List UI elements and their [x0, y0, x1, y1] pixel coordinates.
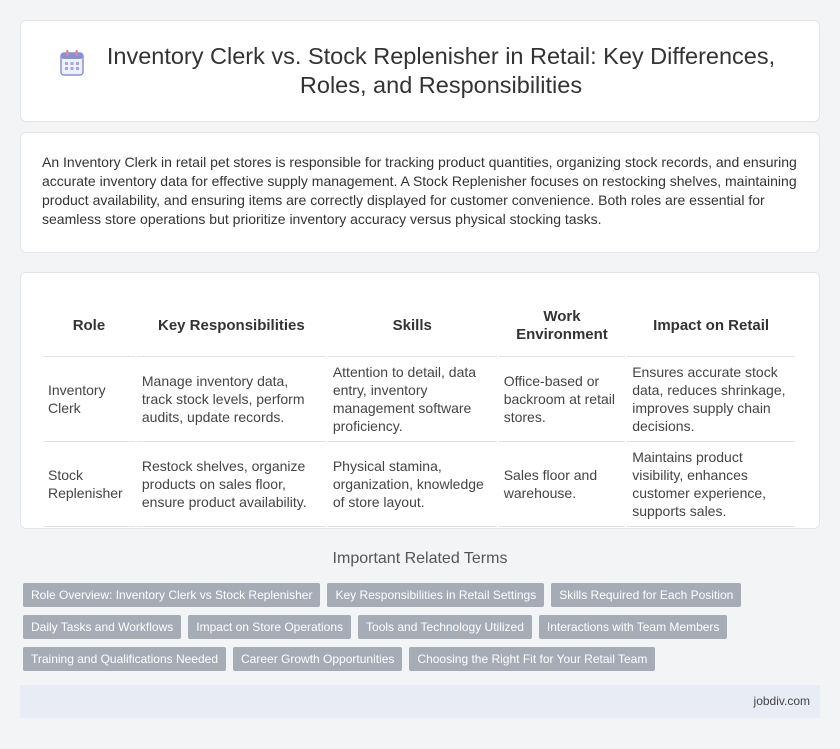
related-term-tag[interactable]: Choosing the Right Fit for Your Retail T… — [409, 647, 656, 671]
table-cell: Office-based or backroom at retail store… — [498, 357, 626, 442]
table-cell: Ensures accurate stock data, reduces shr… — [627, 357, 795, 442]
related-term-tag[interactable]: Daily Tasks and Workflows — [23, 615, 182, 639]
intro-text: An Inventory Clerk in retail pet stores … — [42, 154, 797, 227]
header-role: Role — [43, 295, 135, 357]
related-terms-title: Important Related Terms — [332, 550, 508, 567]
related-term-tag[interactable]: Role Overview: Inventory Clerk vs Stock … — [23, 583, 321, 607]
page-title: Inventory Clerk vs. Stock Replenisher in… — [106, 43, 776, 98]
comparison-table-card: Role Key Responsibilities Skills Work En… — [20, 272, 820, 529]
table-cell: Physical stamina, organization, knowledg… — [327, 442, 497, 527]
calendar-icon — [60, 50, 84, 76]
footer-site-link[interactable]: jobdiv.com — [753, 694, 810, 708]
comparison-table: Role Key Responsibilities Skills Work En… — [41, 295, 797, 527]
related-terms-tags: Role Overview: Inventory Clerk vs Stock … — [23, 583, 823, 679]
table-cell: Stock Replenisher — [43, 442, 135, 527]
related-term-tag[interactable]: Tools and Technology Utilized — [358, 615, 532, 639]
table-row: Inventory Clerk Manage inventory data, t… — [43, 357, 795, 442]
table-cell: Sales floor and warehouse. — [498, 442, 626, 527]
related-term-tag[interactable]: Skills Required for Each Position — [551, 583, 742, 607]
footer: jobdiv.com — [20, 685, 820, 718]
intro-card: An Inventory Clerk in retail pet stores … — [20, 132, 820, 253]
related-term-tag[interactable]: Career Growth Opportunities — [233, 647, 403, 671]
table-cell: Maintains product visibility, enhances c… — [627, 442, 795, 527]
table-cell: Restock shelves, organize products on sa… — [136, 442, 326, 527]
header-skills: Skills — [327, 295, 497, 357]
header-card: Inventory Clerk vs. Stock Replenisher in… — [20, 20, 820, 122]
table-cell: Attention to detail, data entry, invento… — [327, 357, 497, 442]
related-term-tag[interactable]: Impact on Store Operations — [188, 615, 352, 639]
related-term-tag[interactable]: Key Responsibilities in Retail Settings — [327, 583, 545, 607]
header-impact-on-retail: Impact on Retail — [627, 295, 795, 357]
table-row: Stock Replenisher Restock shelves, organ… — [43, 442, 795, 527]
related-term-tag[interactable]: Interactions with Team Members — [538, 615, 728, 639]
table-header-row: Role Key Responsibilities Skills Work En… — [43, 295, 795, 357]
related-term-tag[interactable]: Training and Qualifications Needed — [23, 647, 227, 671]
header-work-environment: Work Environment — [498, 295, 626, 357]
header-key-responsibilities: Key Responsibilities — [136, 295, 326, 357]
table-cell: Inventory Clerk — [43, 357, 135, 442]
table-cell: Manage inventory data, track stock level… — [136, 357, 326, 442]
